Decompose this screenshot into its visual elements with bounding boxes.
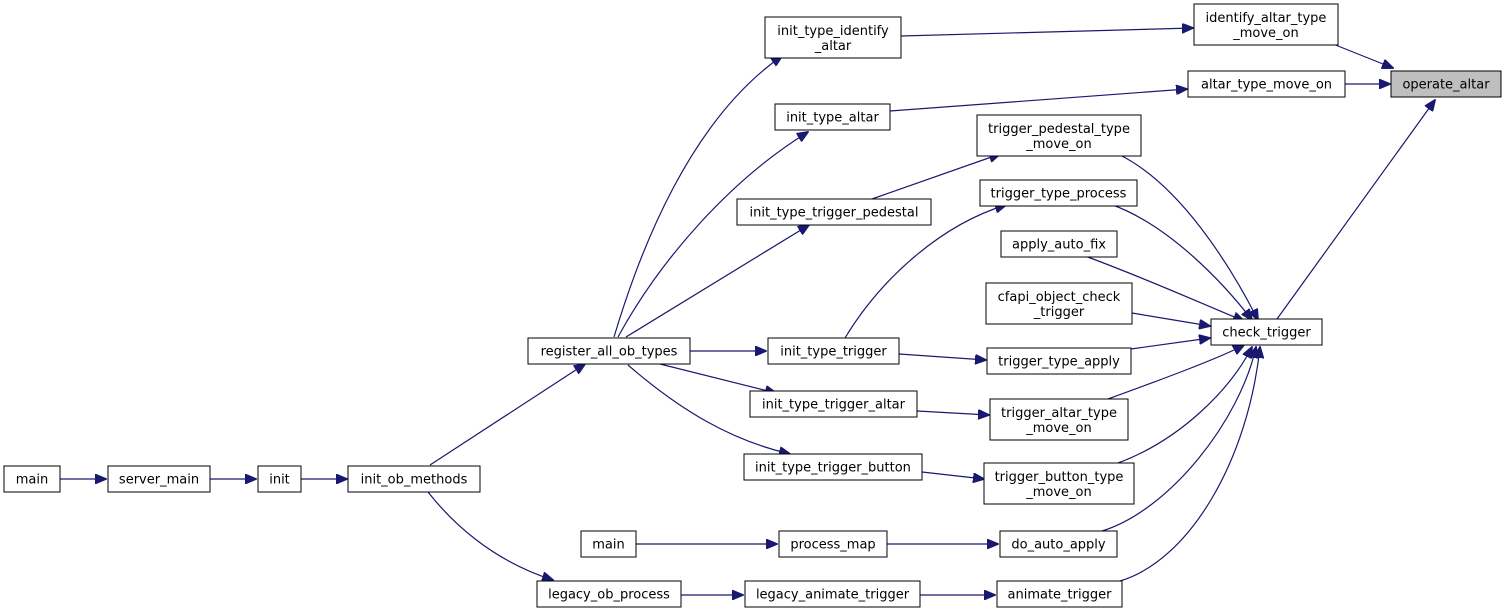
node-init-type-altar-label: init_type_altar — [786, 111, 879, 126]
node-do-auto-apply-label: do_auto_apply — [1011, 538, 1106, 553]
node-apply-auto-fix-label: apply_auto_fix — [1012, 238, 1106, 253]
edge-identify-altar-to-operate-altar — [1332, 43, 1393, 68]
edge-register-to-init-type-trigger-pedestal — [625, 225, 809, 338]
node-main-2-label: main — [592, 538, 624, 553]
node-trigger-pedestal-type-move-on-label-2: _move_on — [1025, 137, 1092, 152]
node-legacy-ob-process-label: legacy_ob_process — [548, 588, 670, 603]
node-init-type-trigger-altar-label: init_type_trigger_altar — [762, 398, 906, 413]
node-identify-altar-type-move-on-label-2: _move_on — [1232, 26, 1299, 41]
node-init-type-trigger-altar[interactable]: init_type_trigger_altar — [749, 390, 918, 418]
edge-init-ob-methods-to-legacy-ob-process — [427, 491, 553, 580]
edge-init-type-trigger-to-trigger-type-process — [844, 205, 1006, 339]
edge-init-type-identify-altar-to-identify-altar — [900, 28, 1193, 37]
edge-register-to-init-type-trigger-altar — [659, 363, 776, 393]
node-trigger-pedestal-type-move-on-label-1: trigger_pedestal_type — [988, 122, 1130, 137]
edge-register-to-init-type-trigger-button — [627, 364, 790, 454]
node-trigger-type-apply[interactable]: trigger_type_apply — [986, 347, 1132, 375]
node-legacy-animate-trigger[interactable]: legacy_animate_trigger — [744, 580, 921, 608]
node-init-label: init — [269, 473, 290, 488]
node-main-1-label: main — [16, 473, 48, 488]
edge-trigger-altar-to-check-trigger — [1107, 345, 1244, 400]
node-identify-altar-type-move-on[interactable]: identify_altar_type _move_on — [1193, 3, 1339, 46]
edge-check-trigger-to-operate-altar — [1276, 100, 1435, 320]
edge-trigger-pedestal-to-check-trigger — [1119, 154, 1258, 320]
node-altar-type-move-on-label: altar_type_move_on — [1201, 78, 1332, 93]
node-init[interactable]: init — [257, 465, 302, 493]
node-cfapi-object-check-trigger-label-1: cfapi_object_check — [998, 290, 1121, 305]
edge-trigger-type-process-to-check-trigger — [1109, 203, 1252, 320]
edge-do-auto-apply-to-check-trigger — [1101, 347, 1256, 532]
edge-init-type-trigger-pedestal-to-trigger-pedestal — [871, 154, 1000, 200]
node-trigger-type-process[interactable]: trigger_type_process — [979, 179, 1138, 207]
edge-register-to-init-type-identify-altar — [613, 56, 782, 338]
node-trigger-type-apply-label: trigger_type_apply — [998, 355, 1120, 370]
node-apply-auto-fix[interactable]: apply_auto_fix — [1000, 230, 1118, 258]
node-altar-type-move-on[interactable]: altar_type_move_on — [1187, 70, 1346, 98]
edge-trigger-type-apply-to-check-trigger — [1130, 338, 1210, 350]
node-init-ob-methods[interactable]: init_ob_methods — [347, 465, 481, 493]
node-init-type-trigger-pedestal[interactable]: init_type_trigger_pedestal — [736, 198, 932, 226]
node-check-trigger[interactable]: check_trigger — [1210, 318, 1323, 346]
node-trigger-type-process-label: trigger_type_process — [991, 187, 1127, 202]
node-server-main[interactable]: server_main — [107, 465, 211, 493]
node-legacy-animate-trigger-label: legacy_animate_trigger — [756, 588, 910, 603]
node-init-type-trigger-pedestal-label: init_type_trigger_pedestal — [750, 206, 919, 221]
node-server-main-label: server_main — [119, 473, 199, 488]
node-trigger-altar-type-move-on[interactable]: trigger_altar_type _move_on — [989, 398, 1129, 441]
node-operate-altar-label: operate_altar — [1402, 78, 1490, 93]
edge-init-type-altar-to-altar-type-move-on — [889, 89, 1187, 112]
node-cfapi-object-check-trigger-label-2: _trigger — [1033, 305, 1085, 320]
node-init-type-identify-altar[interactable]: init_type_identify _altar — [764, 16, 902, 59]
edge-init-type-trigger-altar-to-trigger-altar — [916, 411, 989, 415]
edge-init-ob-methods-to-register — [429, 364, 585, 466]
node-init-type-trigger[interactable]: init_type_trigger — [767, 337, 900, 365]
node-process-map[interactable]: process_map — [778, 530, 888, 558]
edge-cfapi-check-trigger-to-check-trigger — [1131, 312, 1210, 326]
edge-init-type-trigger-to-trigger-type-apply — [898, 353, 986, 360]
edge-register-to-init-type-altar — [617, 132, 808, 338]
node-init-type-altar[interactable]: init_type_altar — [774, 103, 891, 131]
node-trigger-altar-type-move-on-label-2: _move_on — [1025, 421, 1092, 436]
node-check-trigger-label: check_trigger — [1222, 326, 1311, 341]
node-process-map-label: process_map — [790, 538, 875, 553]
node-trigger-button-type-move-on-label-1: trigger_button_type — [995, 470, 1124, 485]
edge-init-type-trigger-button-to-trigger-button — [921, 471, 984, 479]
node-trigger-button-type-move-on-label-2: _move_on — [1025, 485, 1092, 500]
edge-apply-auto-fix-to-check-trigger — [1084, 255, 1244, 321]
node-cfapi-object-check-trigger[interactable]: cfapi_object_check _trigger — [985, 282, 1133, 325]
node-identify-altar-type-move-on-label-1: identify_altar_type — [1206, 11, 1327, 26]
node-legacy-ob-process[interactable]: legacy_ob_process — [536, 580, 682, 608]
node-register-all-ob-types-label: register_all_ob_types — [541, 345, 678, 360]
node-animate-trigger[interactable]: animate_trigger — [996, 580, 1123, 608]
node-init-type-trigger-button-label: init_type_trigger_button — [755, 461, 911, 476]
node-operate-altar[interactable]: operate_altar — [1390, 70, 1502, 98]
node-init-ob-methods-label: init_ob_methods — [361, 473, 468, 488]
edge-animate-trigger-to-check-trigger — [1119, 347, 1260, 582]
node-trigger-pedestal-type-move-on[interactable]: trigger_pedestal_type _move_on — [976, 114, 1142, 157]
node-init-type-identify-altar-label-1: init_type_identify — [777, 24, 889, 39]
node-animate-trigger-label: animate_trigger — [1008, 588, 1113, 603]
node-main-1[interactable]: main — [3, 465, 61, 493]
node-init-type-identify-altar-label-2: _altar — [814, 39, 852, 54]
node-do-auto-apply[interactable]: do_auto_apply — [999, 530, 1118, 558]
node-init-type-trigger-label: init_type_trigger — [780, 345, 887, 360]
node-main-2[interactable]: main — [580, 530, 637, 558]
node-init-type-trigger-button[interactable]: init_type_trigger_button — [743, 453, 923, 481]
edge-trigger-button-to-check-trigger — [1117, 347, 1252, 464]
node-register-all-ob-types[interactable]: register_all_ob_types — [527, 337, 691, 365]
node-trigger-button-type-move-on[interactable]: trigger_button_type _move_on — [983, 462, 1135, 505]
node-trigger-altar-type-move-on-label-1: trigger_altar_type — [1001, 406, 1117, 421]
